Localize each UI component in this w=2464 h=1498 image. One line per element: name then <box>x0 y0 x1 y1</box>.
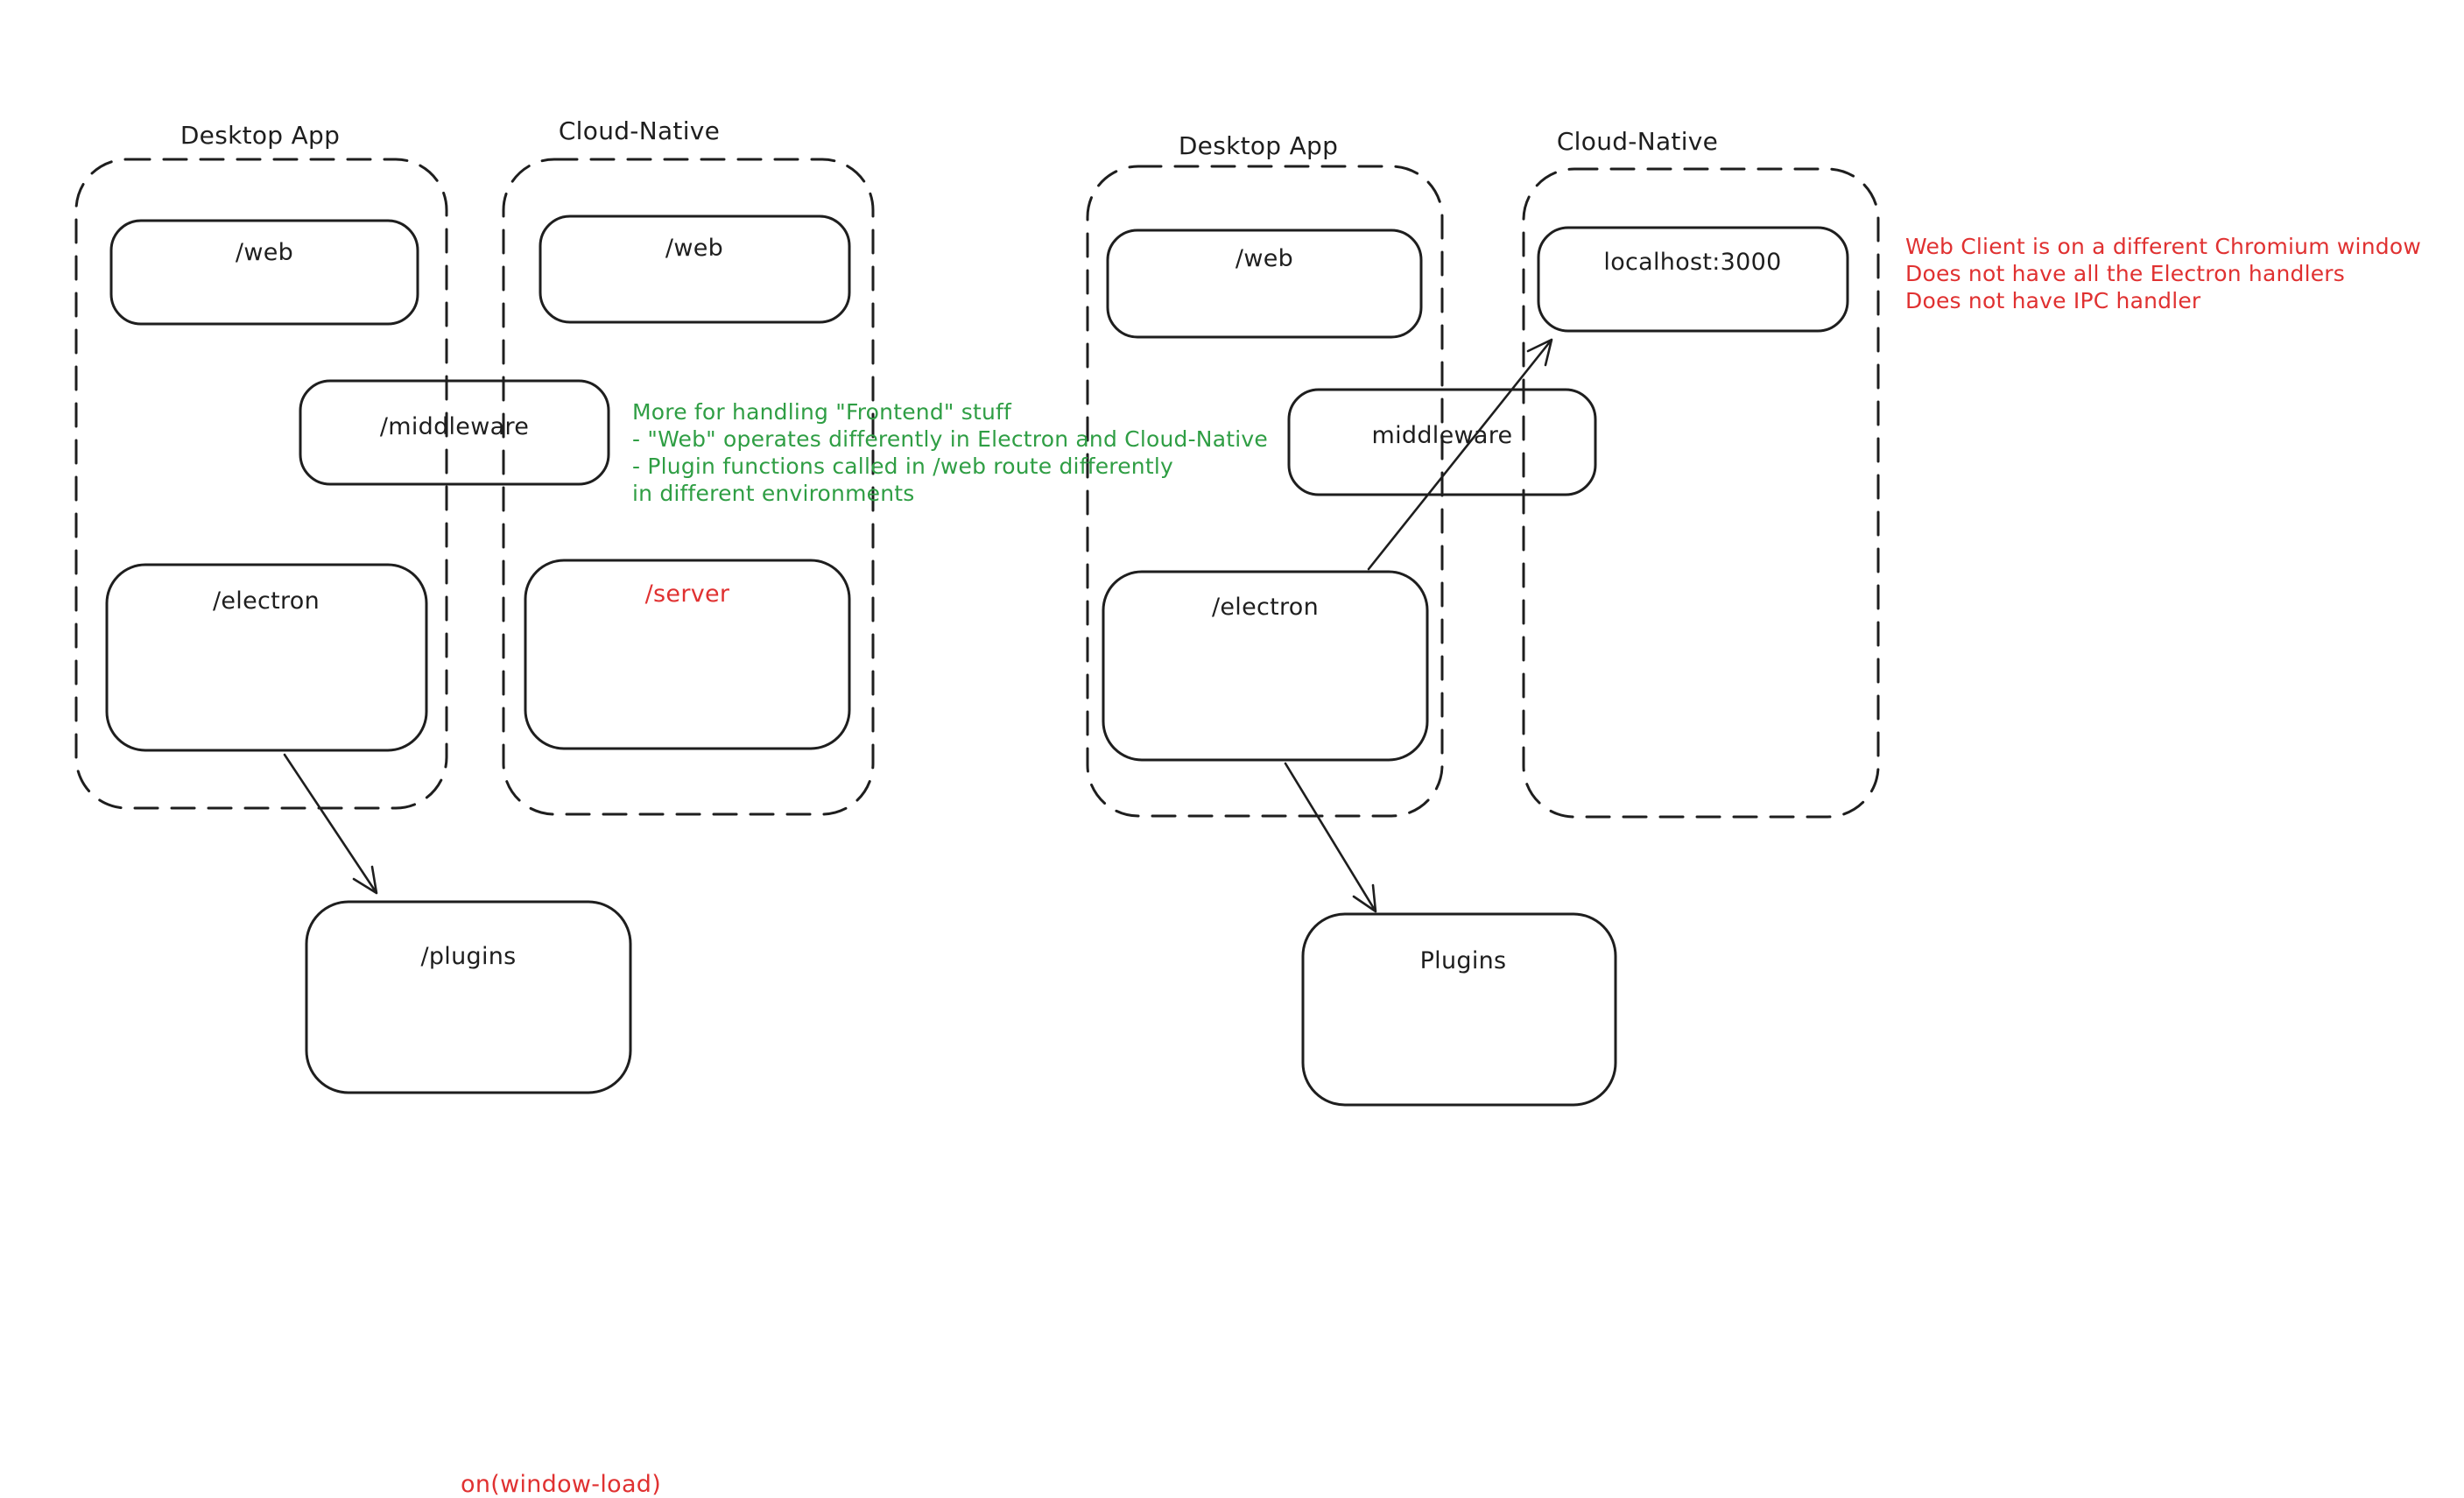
arrow-right-electron-to-localhost <box>1367 338 1553 571</box>
node-label-right-on-window-load: on(window-load) <box>461 1471 662 1498</box>
container-left-cloud-native <box>502 158 875 816</box>
green-note-line-3: - Plugin functions called in /web route … <box>632 454 1173 479</box>
node-label-right-electron: /electron <box>1211 594 1320 621</box>
container-left-desktop-app <box>74 158 448 810</box>
node-label-left-server: /server <box>644 580 730 608</box>
node-box-left-desktop-web <box>109 219 419 326</box>
red-note-line-3: Does not have IPC handler <box>1905 288 2201 313</box>
green-note-line-4: in different environments <box>632 481 915 506</box>
node-box-right-electron <box>1102 570 1429 762</box>
container-title-left-cloud-native: Cloud-Native <box>558 116 721 145</box>
node-label-right-localhost: localhost:3000 <box>1603 249 1782 276</box>
red-note-line-1: Web Client is on a different Chromium wi… <box>1905 234 2421 259</box>
green-note: More for handling "Frontend" stuff - "We… <box>632 398 1268 507</box>
container-title-right-cloud-native: Cloud-Native <box>1556 127 1719 156</box>
node-box-right-localhost <box>1537 226 1849 333</box>
node-box-left-plugins <box>305 900 632 1094</box>
container-right-cloud-native <box>1522 167 1880 819</box>
diagram-canvas: Desktop App Cloud-Native Desktop App Clo… <box>74 116 2421 1498</box>
node-box-left-cloud-web <box>539 215 851 324</box>
node-box-left-server <box>524 559 851 750</box>
node-label-left-desktop-web: /web <box>235 239 294 266</box>
container-right-desktop-app <box>1086 165 1444 818</box>
node-label-left-middleware: /middleware <box>379 413 530 440</box>
node-box-left-electron <box>105 563 428 752</box>
node-label-right-desktop-web: /web <box>1235 245 1294 272</box>
red-note: Web Client is on a different Chromium wi… <box>1905 233 2421 314</box>
node-label-right-plugins: Plugins <box>1419 947 1507 974</box>
container-title-left-desktop-app: Desktop App <box>180 121 341 150</box>
container-title-right-desktop-app: Desktop App <box>1178 131 1339 160</box>
arrow-right-electron-to-plugins <box>1284 762 1377 913</box>
arrow-left-electron-to-plugins <box>283 753 378 895</box>
node-box-left-middleware <box>299 379 610 486</box>
red-note-line-2: Does not have all the Electron handlers <box>1905 261 2346 286</box>
node-label-left-cloud-web: /web <box>665 235 724 262</box>
node-label-left-plugins: /plugins <box>420 943 517 970</box>
green-note-line-1: More for handling "Frontend" stuff <box>632 399 1012 425</box>
node-box-right-plugins <box>1301 912 1617 1107</box>
green-note-line-2: - "Web" operates differently in Electron… <box>632 426 1268 452</box>
node-label-left-electron: /electron <box>212 587 320 615</box>
node-box-right-desktop-web <box>1106 229 1423 339</box>
diagram-shapes-layer <box>74 158 1880 1107</box>
node-label-right-middleware: middleware <box>1371 422 1513 449</box>
